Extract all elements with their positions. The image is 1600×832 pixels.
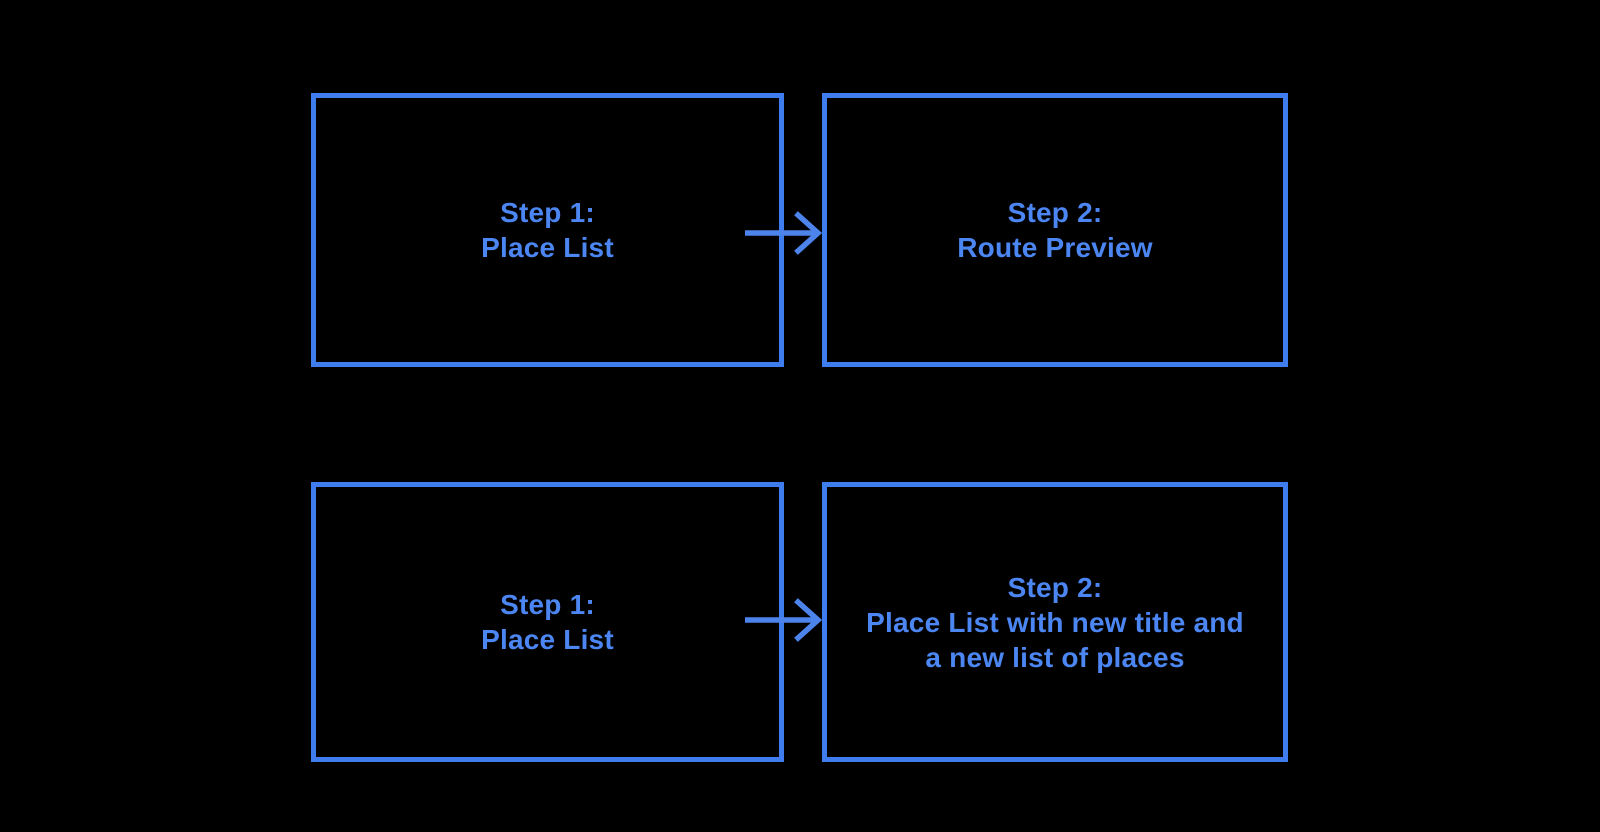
step-box-row1-source: Step 1: Place List	[311, 93, 784, 367]
step-box-row2-source: Step 1: Place List	[311, 482, 784, 762]
step-line: Place List	[481, 624, 614, 655]
arrow-right-icon	[745, 598, 823, 642]
step-box-label: Step 2: Place List with new title and a …	[866, 570, 1244, 675]
step-box-row1-target: Step 2: Route Preview	[822, 93, 1288, 367]
step-line: Step 2:	[1007, 571, 1103, 603]
step-line: Place List	[481, 232, 614, 263]
step-line: Place List with new title and	[866, 606, 1244, 638]
step-box-label: Step 1: Place List	[481, 195, 614, 265]
step-line: Route Preview	[957, 232, 1153, 263]
step-line: a new list of places	[925, 641, 1185, 673]
step-box-label: Step 2: Route Preview	[957, 195, 1153, 265]
arrow-right-icon	[745, 211, 823, 255]
step-line: Step 1:	[500, 197, 595, 228]
step-box-row2-target: Step 2: Place List with new title and a …	[822, 482, 1288, 762]
step-line: Step 2:	[1007, 197, 1103, 228]
step-box-label: Step 1: Place List	[481, 587, 614, 657]
step-line: Step 1:	[500, 589, 595, 620]
